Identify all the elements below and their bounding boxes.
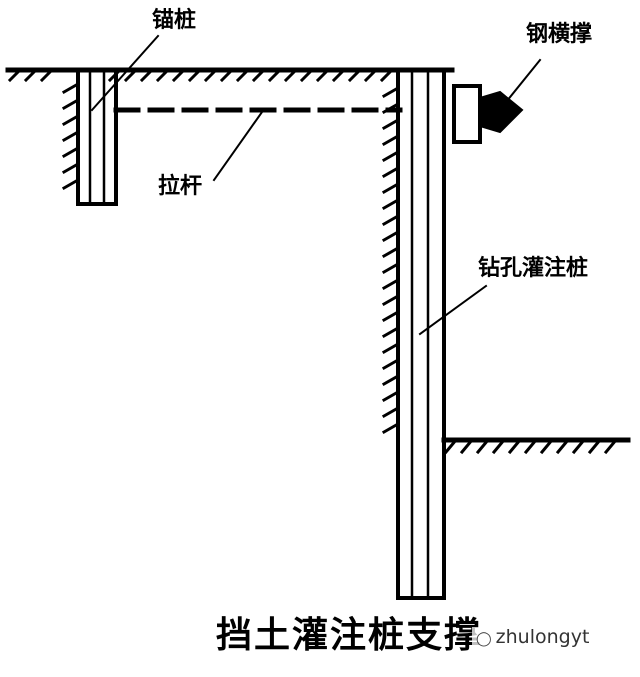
label-steel-strut: 钢横撑	[526, 22, 593, 47]
ground-surface	[5, 67, 455, 83]
bored-pile	[381, 68, 446, 600]
label-anchor-pile: 锚桩	[152, 8, 197, 33]
leader-bored-pile	[418, 284, 488, 336]
leader-steel-strut	[496, 58, 542, 114]
diagram-title: 挡土灌注桩支撑	[216, 615, 483, 656]
leader-anchor-pile	[90, 34, 160, 112]
label-tie-rod: 拉杆	[158, 174, 203, 199]
leader-tie-rod	[212, 110, 264, 182]
anchor-pile	[61, 68, 118, 206]
watermark-text: zhulongyt	[495, 626, 590, 648]
leader-lines	[90, 34, 542, 336]
steel-strut	[452, 84, 524, 144]
excavation-bottom	[441, 437, 631, 455]
label-bored-pile: 钻孔灌注桩	[478, 256, 589, 281]
chat-bubble-icon: ◯	[476, 631, 492, 647]
watermark: ◯zhulongyt	[472, 626, 594, 648]
